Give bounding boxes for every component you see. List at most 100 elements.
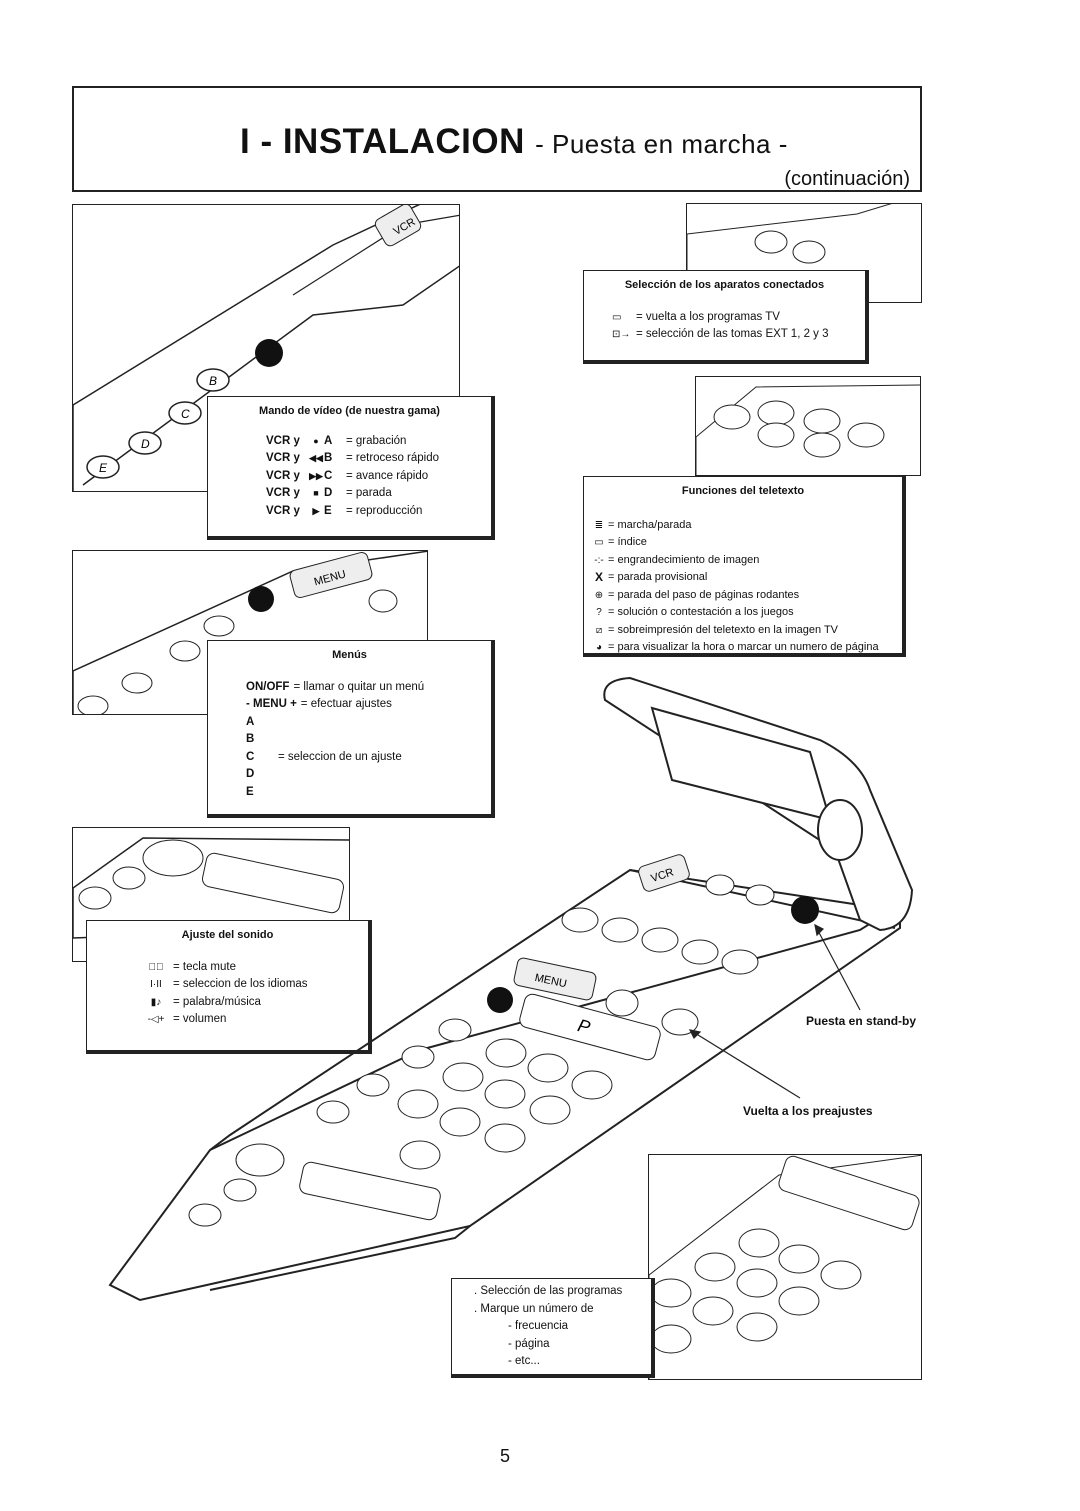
standby-button: [791, 896, 819, 924]
record-button: [255, 339, 283, 367]
teletext-box-title: Funciones del teletexto: [681, 485, 805, 497]
ext-input-icon: ⊡→: [612, 329, 631, 340]
menus-row: ON/OFF= llamar o quitar un menú: [246, 679, 491, 697]
menus-rows: ON/OFF= llamar o quitar un menú- MENU +=…: [246, 679, 491, 802]
teletext-row: ?= solución o contestación a los juegos: [590, 604, 902, 622]
hold-icon: ⊕: [594, 589, 604, 601]
devices-desc: = vuelta a los programas TV: [636, 310, 780, 323]
mute-icon: ⊲⃒: [148, 961, 164, 973]
menus-desc: = efectuar ajustes: [300, 698, 392, 710]
sound-row: I·II= seleccion de los idiomas: [139, 976, 368, 994]
menus-row: B: [246, 731, 491, 749]
vcr-row: VCR y▶▶C= avance rápido: [266, 468, 491, 486]
vcr-symbol-icon: ◀◀: [309, 453, 323, 463]
page-title-main: I - INSTALACION: [240, 122, 525, 161]
vcr-desc: = retroceso rápido: [346, 452, 440, 464]
menus-row: E: [246, 784, 491, 802]
header-box: [72, 86, 922, 192]
page-title: I - INSTALACION - Puesta en marcha -: [240, 122, 788, 162]
vcr-key: A: [324, 434, 333, 447]
programs-line: - etc...: [508, 1355, 540, 1367]
teletext-row: ⊕ = parada del paso de páginas rodantes: [590, 587, 902, 605]
speech-music-icon: ▮♪: [150, 996, 162, 1008]
vcr-symbol-icon: ●: [313, 435, 319, 446]
remote-keys: VCR MENU P: [188, 854, 819, 1227]
vcr-key: E: [324, 504, 332, 517]
menus-key: D: [246, 768, 255, 780]
teletext-row: ⧄ = sobreimpresión del teletexto en la im…: [590, 622, 902, 640]
onoff-button: [248, 586, 274, 612]
devices-rows: ▭= vuelta a los programas TV ⊡→ = selecció…: [612, 309, 865, 344]
vcr-prefix: VCR y: [266, 469, 300, 482]
programs-line: . Marque un número de: [474, 1302, 594, 1315]
menus-box-title: Menús: [332, 649, 367, 661]
vcr-key: B: [324, 452, 333, 464]
teletext-desc: = engrandecimiento de imagen: [608, 553, 760, 566]
vcr-row: VCR y■D= parada: [266, 485, 491, 503]
menus-key: - MENU +: [246, 698, 297, 710]
teletext-onoff-icon: ≣: [594, 519, 604, 531]
teletext-row: X= parada provisional: [590, 569, 902, 587]
programs-line: - frecuencia: [508, 1320, 569, 1332]
keypad-detail-illustration: [648, 1154, 922, 1380]
continuation-label: (continuación): [784, 168, 910, 190]
sound-row: ⊲⃒ = tecla mute: [139, 959, 368, 977]
menus-row: C= seleccion de un ajuste: [246, 749, 491, 767]
sound-desc: = palabra/música: [173, 995, 261, 1008]
devices-box: Selección de los aparatos conectados ▭= …: [583, 270, 869, 364]
devices-row: ▭= vuelta a los programas TV: [612, 309, 865, 327]
volume-icon: -◁+: [147, 1014, 165, 1025]
menus-desc: = llamar o quitar un menú: [293, 680, 425, 693]
vcr-desc: = reproducción: [346, 504, 423, 517]
vcr-desc: = parada: [346, 487, 392, 499]
vcr-prefix: VCR y: [266, 452, 300, 464]
programs-line: - página: [508, 1337, 550, 1350]
sound-desc: = tecla mute: [173, 960, 236, 973]
vcr-symbol-icon: ▶: [312, 505, 320, 516]
menus-key: B: [246, 733, 255, 745]
svg-text:C: C: [181, 407, 190, 421]
vcr-row: VCR y▶E= reproducción: [266, 503, 491, 521]
devices-row: ⊡→ = selección de las tomas EXT 1, 2 y 3: [612, 326, 865, 344]
menus-box: Menús ON/OFF= llamar o quitar un menú- M…: [207, 640, 495, 818]
enlarge-icon: -:-: [594, 554, 604, 566]
teletext-desc: = para visualizar la hora o marcar un nu…: [608, 641, 879, 653]
svg-text:E: E: [99, 461, 108, 475]
sound-desc: = seleccion de los idiomas: [173, 978, 308, 990]
teletext-desc: = marcha/parada: [608, 518, 692, 531]
teletext-desc: = parada provisional: [608, 571, 708, 583]
sound-row: -◁+ = volumen: [139, 1011, 368, 1029]
teletext-row: ◕ = para visualizar la hora o marcar un n…: [590, 639, 902, 657]
reveal-icon: ?: [596, 607, 602, 618]
page-number: 5: [500, 1446, 511, 1466]
svg-text:D: D: [141, 437, 150, 451]
standby-callout: Puesta en stand-by: [806, 1014, 917, 1028]
menus-desc: = seleccion de un ajuste: [278, 750, 402, 763]
mix-icon: ⧄: [595, 624, 603, 636]
devices-desc: = selección de las tomas EXT 1, 2 y 3: [636, 328, 829, 340]
teletext-desc: = parada del paso de páginas rodantes: [608, 588, 800, 601]
main-onoff-button: [487, 987, 513, 1013]
page-title-sub: - Puesta en marcha -: [535, 129, 788, 159]
sound-box-title: Ajuste del sonido: [181, 929, 274, 941]
clock-icon: ◕: [595, 642, 603, 653]
sound-desc: = volumen: [173, 1013, 227, 1025]
index-icon: ▭: [594, 537, 604, 548]
vcr-box-title: Mando de vídeo (de nuestra gama): [259, 405, 440, 417]
vcr-prefix: VCR y: [266, 434, 300, 447]
vcr-row: VCR y ◀◀B = retroceso rápido: [266, 450, 491, 468]
vcr-row: VCR y●A= grabación: [266, 433, 491, 451]
teletext-rows: ≣= marcha/parada▭= índice-:-= engrandeci…: [590, 517, 902, 657]
teletext-box: Funciones del teletexto ≣ = marcha/parada…: [583, 476, 906, 657]
vcr-desc: = avance rápido: [346, 469, 429, 482]
callout-lines: [688, 923, 861, 1099]
vcr-symbol-icon: ■: [313, 488, 319, 498]
programs-lines: . Selección de las programas. Marque un …: [474, 1283, 651, 1371]
programs-box: . Selección de las programas. Marque un …: [451, 1278, 655, 1378]
teletext-desc: = sobreimpresión del teletexto en la ima…: [608, 623, 839, 636]
teletext-row: -:- = engrandecimiento de imagen: [590, 552, 902, 570]
teletext-remote-illustration: [695, 376, 921, 476]
